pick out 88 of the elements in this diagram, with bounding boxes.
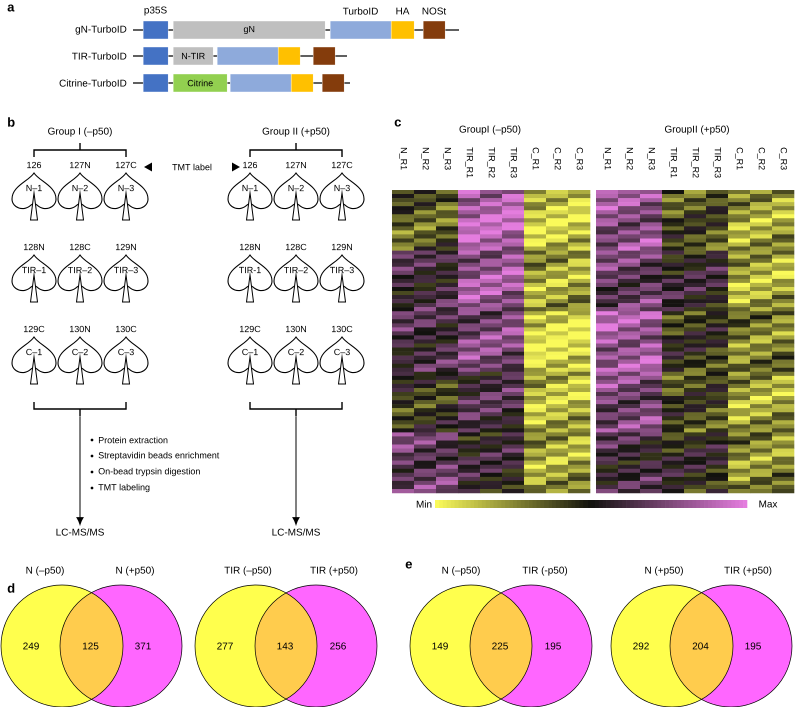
set-title: N (+p50) [116,566,154,576]
set-title: N (–p50) [26,566,64,576]
column-label: TIR_R2 [486,147,496,178]
panel-letter: d [8,583,14,593]
gene-segment [313,46,336,66]
column-label: TIR_R1 [465,147,473,178]
column-label: N_R1 [399,148,407,170]
column-label: TIR_R3 [508,147,518,178]
channel-label: 129N [116,244,136,250]
set-title: N (–p50) [442,566,480,576]
construct-name: gN-TurboID [76,25,126,35]
bullet-item: On-bead trypsin digestion [90,468,200,476]
output-label: LC-MS/MS [56,528,104,536]
scale-label: Min [416,500,432,508]
channel-label: 130C [332,326,352,332]
channel-label: 129N [332,244,352,250]
channel-label: 128N [240,244,260,250]
set-title: N (+p50) [645,566,683,576]
bullet-item: TMT labeling [90,484,150,492]
overlap-region: 125 [60,585,123,707]
group-heading: GroupI (–p50) [460,125,520,135]
set-title: TIR (–p50) [224,566,272,576]
channel-label: 129C [240,326,260,332]
column-label: N_R3 [442,148,452,170]
column-label: TIR_R1 [669,147,677,178]
gene-segment [143,74,168,92]
arrow [76,416,84,525]
group-heading: GroupII (+p50) [664,125,729,135]
set-title: TIR (+p50) [310,566,358,576]
segment-label: HA [396,8,410,14]
label-text: TMT label [172,164,212,170]
column-label: TIR_R3 [712,147,722,178]
column-label: C_R1 [734,148,744,170]
construct-name: TIR-TurboID [72,52,126,60]
column-label: N_R2 [624,148,634,170]
panel-letter: c [394,119,402,127]
gene-segment: gN [173,20,326,40]
channel-label: 127C [116,162,136,168]
channel-label: 128C [286,244,306,250]
bracket [249,401,343,417]
gene-segment [143,46,168,66]
segment-label: NOSt [422,7,446,15]
panel-letter: b [8,117,15,127]
channel-label: 127N [70,162,90,168]
channel-label: 126 [27,162,42,168]
construct-name: Citrine-TurboID [60,79,126,87]
overlap-region: 225 [470,585,532,707]
bullet-item: Streptavidin beads enrichment [90,452,220,460]
segment-label: TurboID [342,7,378,15]
column-label: C_R3 [778,148,788,170]
bracket [33,401,127,417]
gene-segment [217,46,278,66]
channel-label: 130N [70,326,90,332]
column-label: C_R1 [530,148,540,170]
gene-segment [230,74,292,92]
gene-segment: Citrine [173,74,228,92]
segment-label: p35S [144,6,167,16]
set-title: TIR (-p50) [522,566,568,576]
group-heading: Group II (+p50) [262,127,330,137]
overlap-region: 204 [670,585,733,707]
arrow [292,416,300,525]
column-label: C_R2 [552,148,562,170]
channel-label: 127C [332,162,352,168]
gene-segment [291,74,314,92]
output-label: LC-MS/MS [272,528,320,536]
scale-label: Max [759,500,778,508]
panel-letter: a [8,4,14,12]
column-label: N_R1 [603,148,611,170]
column-label: N_R2 [420,148,430,170]
channel-label: 128N [24,244,44,250]
set-title: TIR (+p50) [724,566,772,576]
column-label: C_R3 [574,148,584,170]
channel-label: 126 [243,162,258,168]
channel-label: 130C [116,326,136,332]
bullet-item: Protein extraction [90,436,168,444]
column-label: TIR_R2 [690,147,700,178]
channel-label: 127N [286,162,306,168]
channel-label: 129C [24,326,44,332]
channel-label: 128C [70,244,90,250]
gene-segment [322,74,344,92]
group-heading: Group I (–p50) [48,127,112,137]
column-label: N_R3 [646,148,656,170]
column-label: C_R2 [756,148,766,170]
panel-letter: e [406,561,412,569]
gene-segment: N-TIR [173,46,214,66]
gene-segment [278,46,300,66]
overlap-region: 143 [255,585,317,707]
channel-label: 130N [286,326,306,332]
